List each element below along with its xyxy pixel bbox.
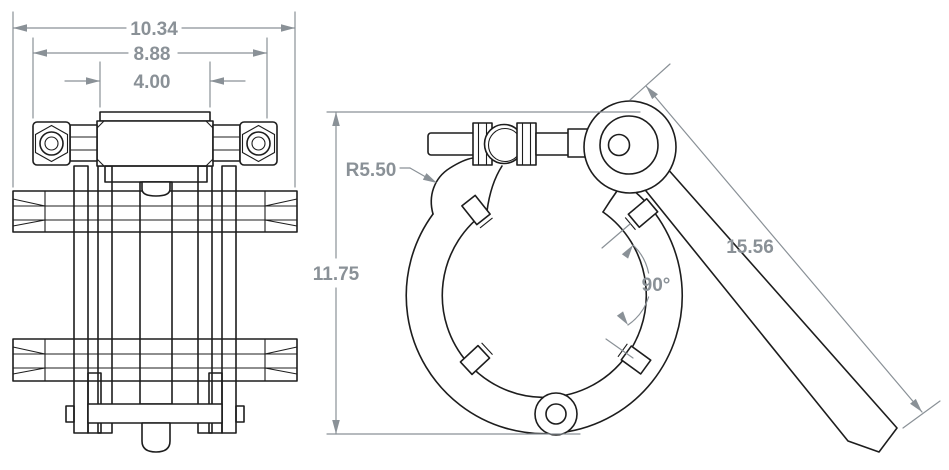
center-screw-shaft <box>139 181 173 405</box>
dim-lug-angle: 90° <box>601 223 671 359</box>
turnbuckle-rod-right <box>535 132 571 156</box>
turnbuckle-top-band <box>99 111 211 122</box>
bottom-clevis <box>65 372 245 453</box>
dim-ring-radius: R5.50 <box>346 160 437 183</box>
dim-front-mount-width: 8.88 <box>32 37 268 119</box>
clevis-tie-bar <box>87 403 223 424</box>
ring-right-horn <box>602 190 618 213</box>
lug-lower-right <box>617 343 652 375</box>
turnbuckle-body <box>96 120 214 167</box>
dim-front-overall-width: 10.34 <box>12 11 296 188</box>
eye-block-right <box>239 121 278 166</box>
dim-handle-length: 15.56 <box>629 63 941 429</box>
hex-nut-right <box>212 124 241 162</box>
side-view <box>405 100 898 453</box>
yoke-bar-left-outer <box>73 165 89 434</box>
handle-arm <box>641 166 898 453</box>
turnbuckle-rod-left <box>427 132 476 156</box>
front-view <box>12 111 298 453</box>
upper-rail <box>12 190 298 233</box>
ring-left-horn-outer <box>430 157 474 215</box>
lug-upper-left <box>461 194 493 229</box>
dim-label-11-75: 11.75 <box>313 264 360 285</box>
dim-label-8-88: 8.88 <box>134 44 171 65</box>
saddle-plate <box>104 165 208 183</box>
screw-tip-front <box>141 181 171 197</box>
clevis-tab-right <box>235 405 245 423</box>
hex-nut-left <box>69 124 98 162</box>
eye-block-left <box>32 121 71 166</box>
dim-label-4-00: 4.00 <box>134 72 171 93</box>
screw-pin-tip <box>141 422 171 453</box>
dim-front-body-width: 4.00 <box>64 61 246 108</box>
ring-left-horn-inner <box>486 165 503 212</box>
clevis-tab-left <box>65 405 75 423</box>
lower-rail <box>12 338 298 382</box>
lug-upper-right <box>624 197 659 231</box>
dim-label-15-56: 15.56 <box>726 237 774 258</box>
dim-label-90deg: 90° <box>642 275 671 296</box>
dim-label-r5-50: R5.50 <box>346 160 397 181</box>
dim-side-overall-height: 11.75 <box>313 111 641 435</box>
pivot-hole <box>607 133 631 157</box>
yoke-bar-right-outer <box>221 165 237 434</box>
dim-label-10-34: 10.34 <box>130 19 178 40</box>
turnbuckle-front <box>32 111 278 197</box>
lug-lower-left <box>459 342 493 376</box>
bottom-pin-hole <box>545 403 567 425</box>
dimensions: 10.34 8.88 4.00 <box>12 11 941 435</box>
nut-right-side <box>516 122 537 166</box>
turnbuckle-side <box>427 122 603 166</box>
